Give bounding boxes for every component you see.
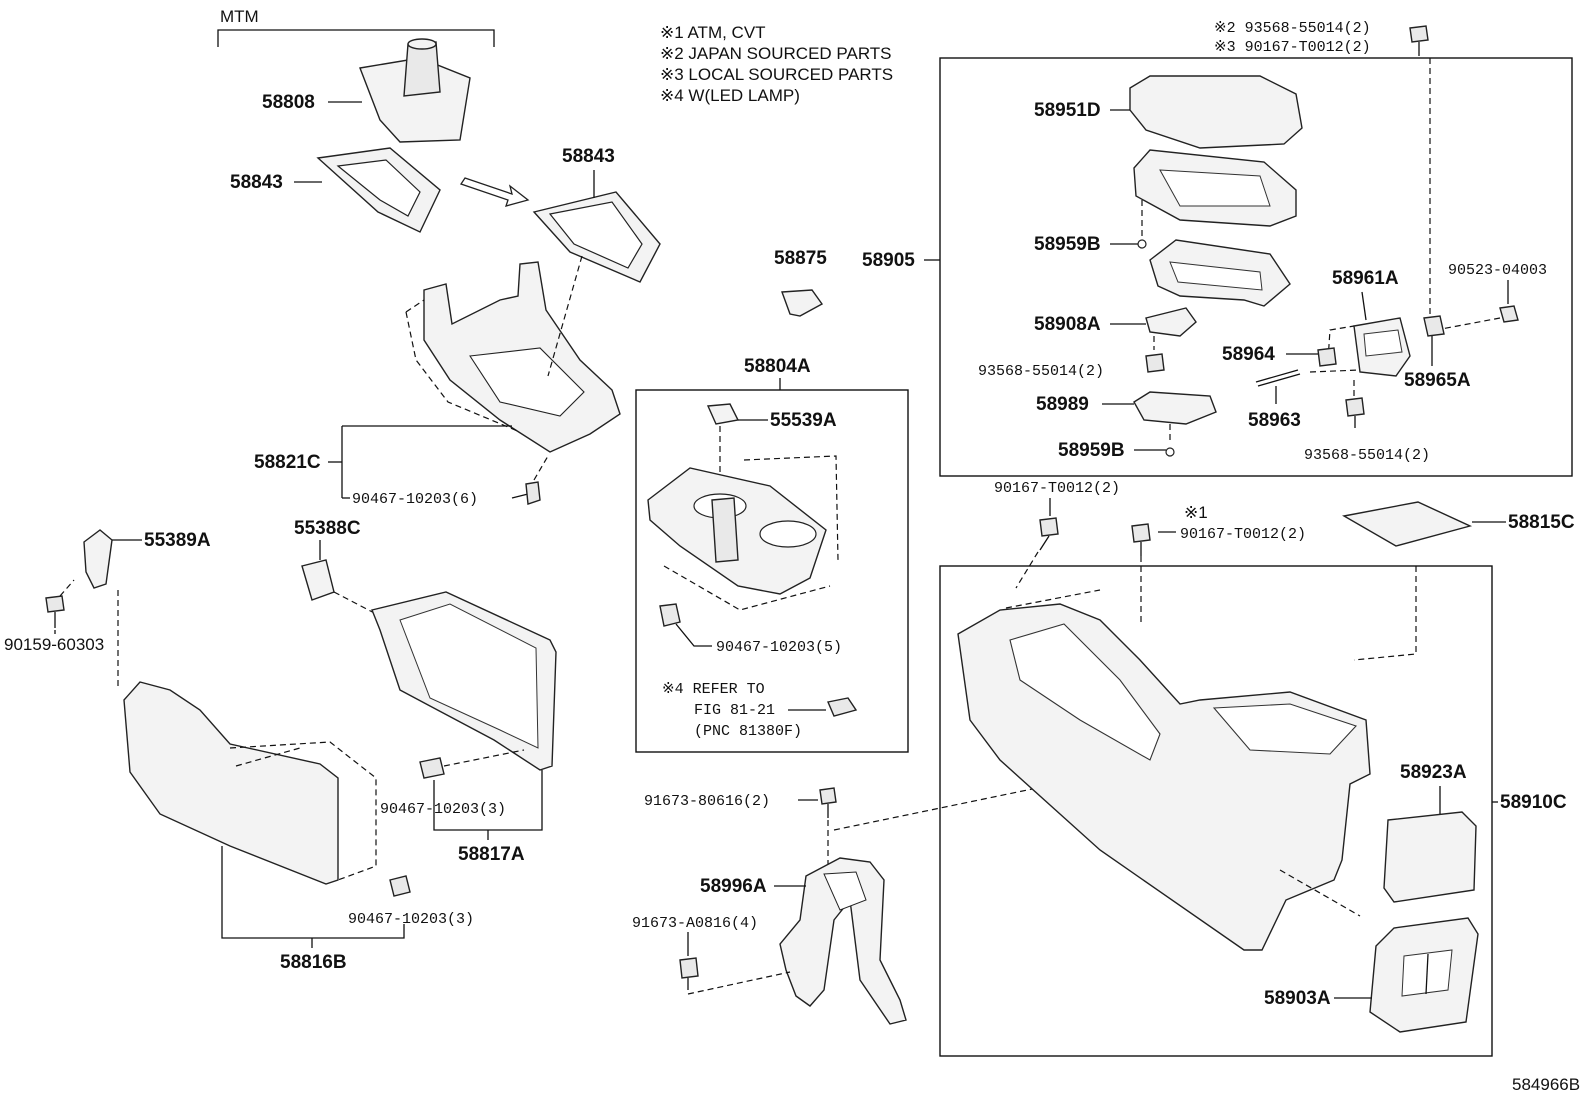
bezel-58843-left[interactable] [316,147,441,233]
label-58989: 58989 [1036,394,1089,415]
note-1-marker: ※1 [1184,503,1208,522]
label-58817A: 58817A [458,844,525,865]
label-90467-3a: 90467-10203(3) [380,801,506,818]
clip-90467-3b[interactable] [389,875,411,897]
panel-58903A[interactable] [1369,917,1479,1033]
label-58951D: 58951D [1034,100,1101,121]
diagram-id: 584966B [1512,1075,1580,1094]
cup-holder-58804A[interactable] [647,467,827,595]
label-58959B-b: 58959B [1058,440,1125,461]
label-55388C: 55388C [294,518,361,539]
label-58963: 58963 [1248,410,1301,431]
armrest-lid-58951D[interactable] [1129,75,1303,149]
label-91673-80616: 91673-80616(2) [644,793,770,810]
part-58989[interactable] [1133,391,1217,425]
box-58905 [939,57,1573,477]
mtm-group-bracket: MTM [217,7,495,47]
bracket-58908A[interactable] [1145,307,1197,337]
tray-58959-inner[interactable] [1149,239,1291,307]
label-90523: 90523-04003 [1448,262,1547,279]
label-91673-A0816: 91673-A0816(4) [632,915,758,932]
clip-58964[interactable] [1317,347,1337,367]
hinge-58961A[interactable] [1353,317,1411,377]
label-90467-3b: 90467-10203(3) [348,911,474,928]
note-3: ※3 LOCAL SOURCED PARTS [660,65,893,84]
switch-55539A[interactable] [706,403,740,425]
clip-90467-5[interactable] [659,603,681,627]
ref-line-2: FIG 81-21 [694,702,775,719]
label-58961A: 58961A [1332,268,1399,289]
console-body-58910C[interactable] [957,589,1371,951]
led-lamp-icon [827,697,858,717]
label-58875: 58875 [774,248,827,269]
label-58923A: 58923A [1400,762,1467,783]
clip-90467-6[interactable] [525,481,541,505]
label-58821C: 58821C [254,452,321,473]
clip-90523[interactable] [1499,305,1519,323]
shift-boot-58808[interactable] [359,38,471,143]
label-58910C: 58910C [1500,792,1567,813]
label-58996A: 58996A [700,876,767,897]
side-panel-58817A[interactable] [371,591,557,771]
clip-58959B-b[interactable] [1165,447,1175,457]
label-58908A: 58908A [1034,314,1101,335]
screw-90167-mid[interactable] [1039,517,1059,551]
label-58905: 58905 [862,250,915,271]
label-58808: 58808 [262,92,315,113]
ref-line-3: (PNC 81380F) [694,723,802,740]
note-2: ※2 JAPAN SOURCED PARTS [660,44,892,63]
label-90467-6: 90467-10203(6) [352,491,478,508]
label-93568-mid: 93568-55014(2) [978,363,1104,380]
label-58964: 58964 [1222,344,1275,365]
clip-55388C[interactable] [301,559,335,601]
arrow-icon [459,177,530,207]
screw-90159[interactable] [45,595,65,628]
note-4: ※4 W(LED LAMP) [660,86,800,105]
label-93568-right: 93568-55014(2) [1304,447,1430,464]
ref-line-1: ※4 REFER TO [662,681,765,698]
bolt-91673-80616[interactable] [819,787,837,818]
notes-block: ※1 ATM, CVT ※2 JAPAN SOURCED PARTS ※3 LO… [660,23,893,105]
label-58843-left: 58843 [230,172,283,193]
screw-90167-mid2[interactable] [1131,523,1151,556]
label-93568-top: ※2 93568-55014(2) [1214,20,1371,37]
label-58815C: 58815C [1508,512,1575,533]
pin-58963[interactable] [1255,369,1301,387]
clip-58965A[interactable] [1423,315,1445,337]
bracket-55389A[interactable] [83,529,113,589]
panel-58923A[interactable] [1383,811,1477,903]
label-58816B: 58816B [280,952,347,973]
bolt-91673-A0816[interactable] [679,957,699,990]
bezel-58843-right[interactable] [532,191,661,283]
box-58910C [939,565,1493,1057]
label-90467-5: 90467-10203(5) [716,639,842,656]
clip-58959B-a[interactable] [1137,239,1147,249]
clip-90467-3a[interactable] [419,757,445,779]
label-90167-top: ※3 90167-T0012(2) [1214,39,1371,56]
console-panel-58821C[interactable] [405,261,621,453]
label-58804A: 58804A [744,356,811,377]
label-58903A: 58903A [1264,988,1331,1009]
label-90167-mid2: 90167-T0012(2) [1180,526,1306,543]
side-cover-58816B[interactable] [123,681,377,885]
mtm-label: MTM [220,7,259,26]
note-1: ※1 ATM, CVT [660,23,766,42]
label-58965A: 58965A [1404,370,1471,391]
screw-93568-mid[interactable] [1145,353,1165,373]
screw-93568-right[interactable] [1345,397,1365,428]
mat-58815C[interactable] [1342,501,1473,547]
box-58804A [635,389,909,753]
label-90159: 90159-60303 [4,635,104,654]
bracket-58996A[interactable] [779,857,907,1025]
screw-top-right[interactable] [1409,25,1429,56]
label-58959B-a: 58959B [1034,234,1101,255]
label-55389A: 55389A [144,530,211,551]
part-58875[interactable] [781,289,824,317]
label-90167-mid: 90167-T0012(2) [994,480,1120,497]
console-box-upper[interactable] [1133,149,1297,227]
label-58843-right: 58843 [562,146,615,167]
label-55539A: 55539A [770,410,837,431]
